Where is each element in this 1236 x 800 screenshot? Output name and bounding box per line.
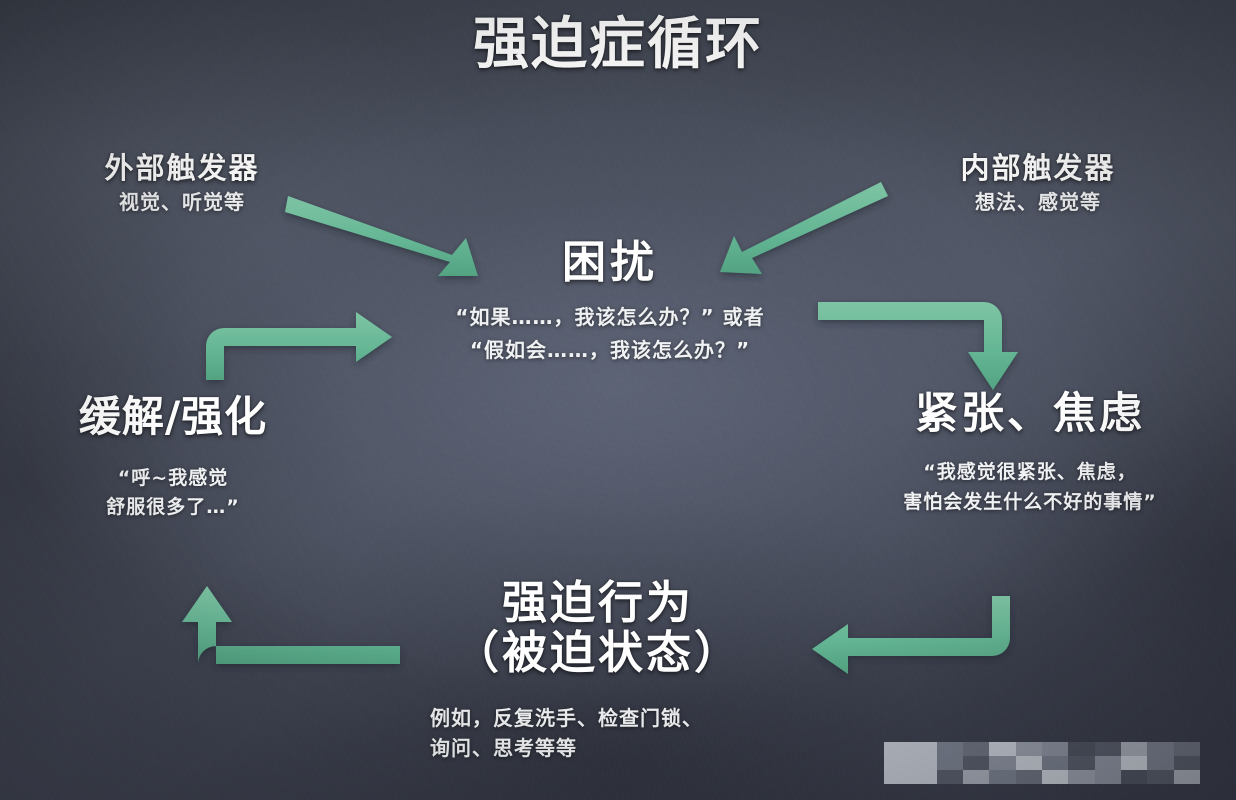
external-trigger-subtitle: 视觉、听觉等	[119, 190, 245, 215]
mosaic-block	[910, 756, 937, 770]
arrow-relief-to-distress	[206, 312, 392, 380]
distress-quote-line-2: “假如会……，我该怎么办？”	[469, 337, 751, 362]
title-text: 强迫症循环	[473, 12, 763, 77]
mosaic-block	[1042, 756, 1069, 770]
mosaic-block	[963, 742, 990, 756]
distress-heading: 困扰	[562, 237, 658, 288]
mosaic-block	[1094, 756, 1121, 770]
mosaic-block	[963, 770, 990, 784]
node-relief: 缓解/强化 “呼~我感觉 舒服很多了…”	[18, 393, 328, 523]
censored-watermark	[884, 742, 1200, 784]
mosaic-block	[1147, 770, 1174, 784]
node-internal-trigger: 内部触发器 想法、感觉等	[898, 152, 1178, 217]
mosaic-block	[1173, 742, 1200, 756]
mosaic-block	[963, 756, 990, 770]
mosaic-block	[989, 770, 1016, 784]
internal-trigger-heading: 内部触发器	[960, 151, 1116, 185]
distress-quote: “如果……，我该怎么办？” 或者 “假如会……，我该怎么办？”	[398, 301, 822, 366]
mosaic-blocks	[884, 742, 1200, 784]
node-compulsion: 强迫行为 （被迫状态） 例如，反复洗手、检查门锁、 询问、思考等等	[398, 576, 798, 763]
node-anxiety: 紧张、焦虑 “我感觉很紧张、焦虑， 害怕会发生什么不好的事情”	[860, 390, 1200, 517]
mosaic-block	[1068, 756, 1095, 770]
page-title: 强迫症循环	[0, 12, 1236, 77]
mosaic-block	[936, 756, 963, 770]
distress-quote-line-1: “如果……，我该怎么办？” 或者	[455, 305, 765, 330]
mosaic-block	[884, 770, 911, 784]
mosaic-block	[1147, 742, 1174, 756]
compulsion-examples-line-2: 询问、思考等等	[430, 735, 577, 760]
anxiety-quote-line-1: “我感觉很紧张、焦虑，	[923, 461, 1137, 484]
mosaic-block	[1173, 770, 1200, 784]
compulsion-heading-line-1: 强迫行为	[501, 576, 694, 629]
relief-quote-line-1: “呼~我感觉	[117, 467, 229, 490]
mosaic-block	[1121, 770, 1148, 784]
mosaic-block	[989, 742, 1016, 756]
node-external-trigger: 外部触发器 视觉、听觉等	[42, 152, 322, 217]
mosaic-block	[1094, 770, 1121, 784]
mosaic-block	[989, 756, 1016, 770]
mosaic-block	[1015, 756, 1042, 770]
anxiety-quote-line-2: 害怕会发生什么不好的事情”	[903, 490, 1157, 513]
mosaic-block	[910, 770, 937, 784]
arrow-anxiety-to-compulsion	[812, 596, 1010, 674]
mosaic-block	[936, 770, 963, 784]
mosaic-block	[1042, 770, 1069, 784]
compulsion-heading: 强迫行为 （被迫状态）	[398, 576, 798, 680]
mosaic-block	[936, 742, 963, 756]
mosaic-block	[910, 742, 937, 756]
mosaic-block	[1173, 756, 1200, 770]
mosaic-block	[1121, 742, 1148, 756]
mosaic-block	[1094, 742, 1121, 756]
anxiety-quote: “我感觉很紧张、焦虑， 害怕会发生什么不好的事情”	[860, 458, 1200, 517]
internal-trigger-subtitle: 想法、感觉等	[975, 190, 1101, 215]
mosaic-block	[1015, 770, 1042, 784]
arrow-compulsion-to-relief	[182, 586, 400, 664]
compulsion-examples: 例如，反复洗手、检查门锁、 询问、思考等等	[398, 703, 798, 763]
mosaic-block	[884, 756, 911, 770]
node-distress: 困扰 “如果……，我该怎么办？” 或者 “假如会……，我该怎么办？”	[398, 238, 822, 366]
external-trigger-heading: 外部触发器	[104, 151, 260, 185]
arrow-distress-to-anxiety	[818, 302, 1018, 390]
relief-quote: “呼~我感觉 舒服很多了…”	[18, 464, 328, 523]
anxiety-heading: 紧张、焦虑	[915, 389, 1145, 439]
mosaic-block	[1015, 742, 1042, 756]
mosaic-block	[1068, 742, 1095, 756]
relief-heading: 缓解/强化	[78, 392, 268, 441]
compulsion-heading-line-2: （被迫状态）	[453, 626, 742, 680]
relief-quote-line-2: 舒服很多了…”	[106, 496, 240, 519]
mosaic-block	[1068, 770, 1095, 784]
mosaic-block	[884, 742, 911, 756]
mosaic-block	[1042, 742, 1069, 756]
mosaic-block	[1147, 756, 1174, 770]
mosaic-block	[1121, 756, 1148, 770]
compulsion-examples-line-1: 例如，反复洗手、检查门锁、	[430, 705, 703, 730]
